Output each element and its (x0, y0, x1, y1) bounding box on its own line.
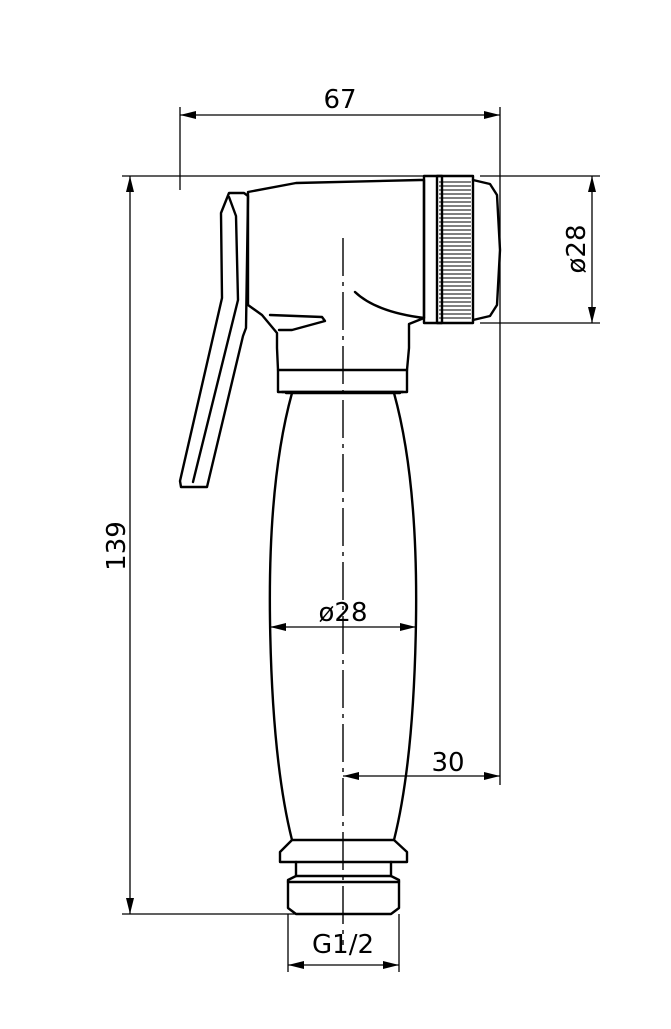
dim-overall-height-label: 139 (102, 521, 132, 571)
dim-overall-width-label: 67 (323, 85, 356, 115)
dim-overall-width: 67 (179, 85, 501, 785)
shower-body (178, 174, 502, 916)
spray-face (471, 178, 502, 322)
head-internal-curve (353, 290, 426, 320)
head-housing (246, 178, 426, 372)
dim-axis-offset: 30 (343, 748, 500, 780)
dim-overall-height: 139 (102, 175, 440, 915)
handle-left-profile (268, 391, 294, 842)
trigger-lever-inner (191, 195, 240, 484)
dim-thread-label: G1/2 (312, 930, 374, 960)
handle-right-profile (392, 391, 418, 842)
dim-thread: G1/2 (287, 914, 400, 972)
knurl-lines (439, 181, 471, 319)
nozzle-knurl (435, 174, 475, 325)
dim-head-diameter: ø28 (480, 175, 600, 324)
dim-handle-diameter: ø28 (270, 598, 416, 631)
dim-axis-offset-label: 30 (431, 748, 464, 778)
trigger-lever (178, 191, 250, 489)
bottom-collar (278, 838, 409, 864)
dim-handle-diameter-label: ø28 (319, 598, 368, 628)
dim-head-diameter-label: ø28 (562, 225, 592, 274)
trigger-notch (268, 313, 327, 332)
